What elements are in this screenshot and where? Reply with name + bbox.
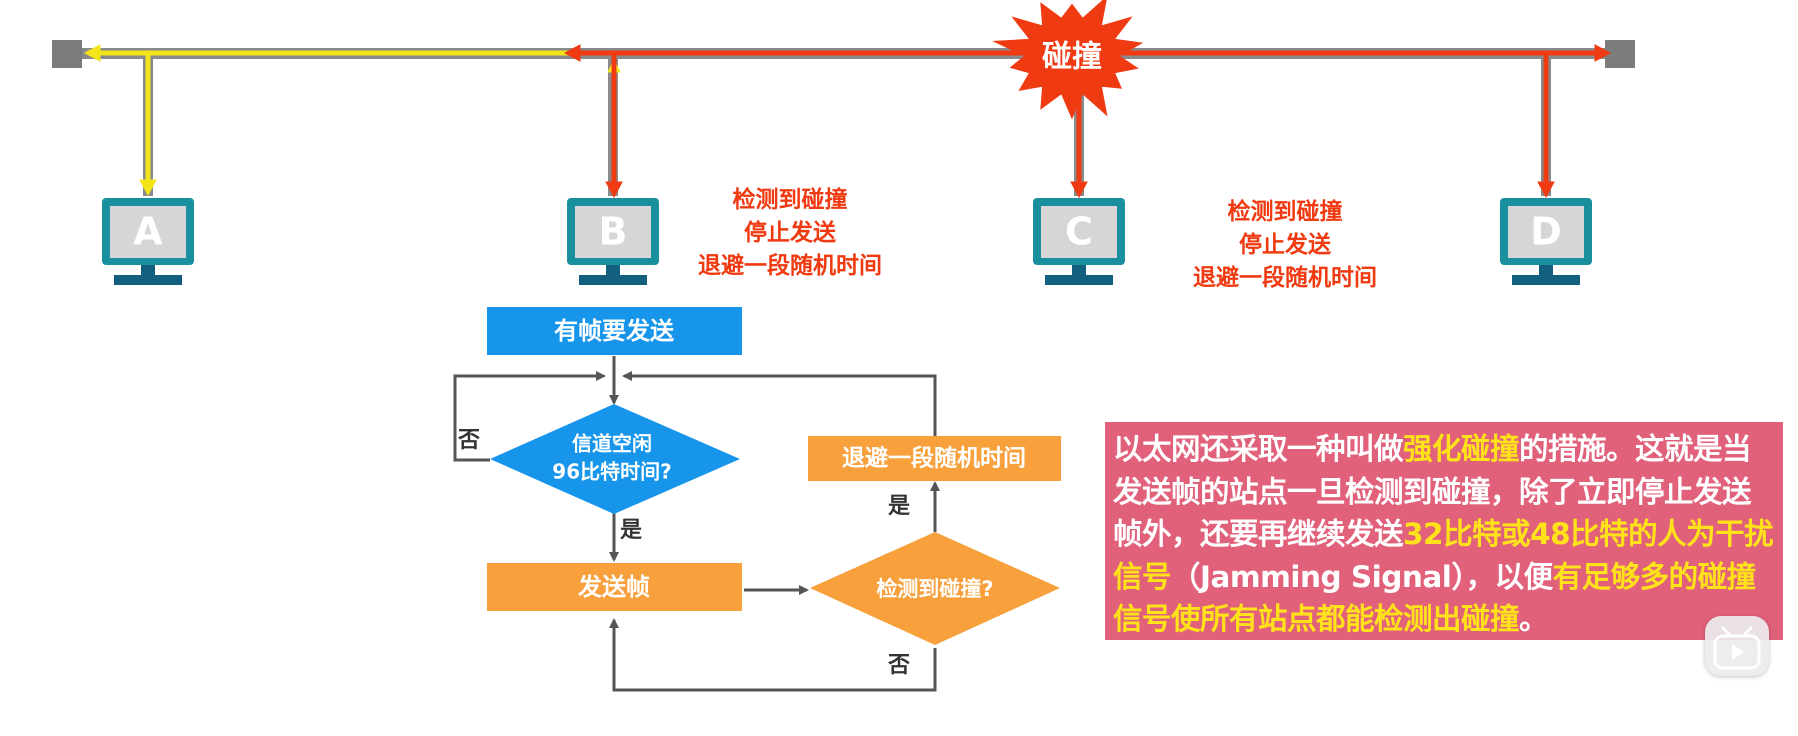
flow-branch-labels: 否 是 是 否 — [457, 428, 910, 678]
connector-no-idle-loop — [453, 371, 606, 462]
explanation-text: 的措施。这就是当发送帧的站点一旦检测到碰撞，除了立即停止发送帧外，还要再继续发送 — [1113, 432, 1752, 551]
flow-backoff-node: 退避一段随机时间 — [808, 436, 1061, 481]
flow-label-yes-detect: 是 — [888, 494, 910, 519]
flow-backoff-label: 退避一段随机时间 — [842, 445, 1026, 472]
station-label: C — [1065, 210, 1093, 254]
station-d: D — [1500, 198, 1592, 285]
connector-no-detect-loop — [609, 618, 937, 692]
note-line: 检测到碰撞 — [1228, 198, 1343, 225]
monitor-screen — [110, 206, 186, 258]
flow-label-no-idle: 否 — [457, 428, 480, 453]
flow-check-idle-line1: 信道空闲 — [572, 432, 652, 456]
flow-check-idle-node: 信道空闲 96比特时间? — [490, 404, 740, 514]
station-label: A — [133, 210, 163, 254]
station-a: A — [102, 198, 194, 285]
flow-label-yes-idle: 是 — [620, 518, 642, 543]
flow-send-node: 发送帧 — [487, 563, 742, 611]
bus-terminator-left — [52, 40, 82, 68]
signal-a — [83, 44, 621, 197]
station-c: C — [1033, 198, 1125, 285]
bus-terminator-right — [1605, 40, 1635, 68]
note-line: 停止发送 — [744, 219, 836, 246]
flow-send-label: 发送帧 — [577, 573, 650, 601]
collision-label: 碰撞 — [1042, 40, 1102, 75]
connector-backoff-loop — [622, 371, 937, 442]
signal-collision — [563, 44, 1612, 199]
station-label: D — [1530, 210, 1562, 254]
flow-start-node: 有帧要发送 — [487, 307, 742, 355]
station-label: B — [599, 210, 628, 254]
explanation-text: 。 — [1519, 602, 1549, 636]
collision-burst: 碰撞 — [992, 0, 1144, 120]
explanation-highlight: 强化碰撞 — [1403, 432, 1520, 466]
note-line: 检测到碰撞 — [733, 186, 848, 213]
explanation-highlight: 32比特或48比特的人为干扰信号 — [1113, 517, 1774, 594]
flow-label-no-detect: 否 — [887, 653, 910, 678]
monitor-screen — [575, 206, 651, 258]
explanation-highlight: 有足够多的碰撞信号使所有站点都能检测出碰撞 — [1113, 559, 1756, 637]
flow-check-idle-line2: 96比特时间? — [552, 460, 671, 484]
note-line: 停止发送 — [1239, 231, 1331, 258]
explanation-text: （Jamming Signal），以便 — [1171, 559, 1553, 594]
play-icon — [1713, 626, 1761, 670]
note-line: 退避一段随机时间 — [1193, 264, 1377, 291]
flowchart-connectors — [453, 356, 940, 692]
monitor-screen — [1508, 206, 1584, 258]
flow-detect-node: 检测到碰撞? — [810, 532, 1060, 645]
drop-cables — [143, 56, 1551, 196]
flow-start-label: 有帧要发送 — [554, 317, 675, 345]
monitor-screen — [1041, 206, 1117, 258]
note-line: 退避一段随机时间 — [698, 252, 882, 279]
note-station-c: 检测到碰撞 停止发送 退避一段随机时间 — [1193, 198, 1377, 291]
station-b: B — [567, 198, 659, 285]
flow-detect-label: 检测到碰撞? — [876, 577, 993, 601]
explanation-box: 以太网还采取一种叫做强化碰撞的措施。这就是当发送帧的站点一旦检测到碰撞，除了立即… — [1105, 422, 1783, 640]
explanation-text: 以太网还采取一种叫做 — [1113, 432, 1404, 466]
video-badge[interactable] — [1705, 616, 1769, 676]
note-station-b: 检测到碰撞 停止发送 退避一段随机时间 — [698, 186, 882, 279]
